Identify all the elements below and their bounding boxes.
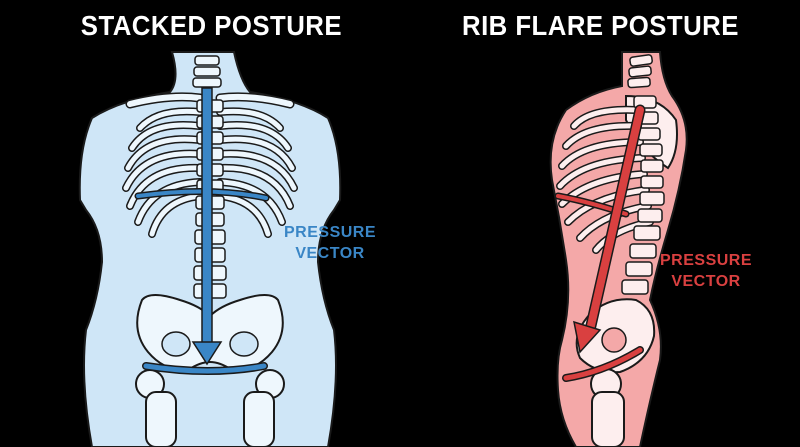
- stacked-vector-label-line2: VECTOR: [295, 245, 365, 262]
- rib-flare-posture-title: RIB FLARE POSTURE: [462, 10, 739, 41]
- rib-flare-pressure-arrow-icon: [573, 104, 646, 354]
- rib-flare-skeleton-icon: [549, 51, 688, 447]
- stacked-vector-label: PRESSURE VECTOR: [284, 222, 376, 264]
- stacked-vector-label-line1: PRESSURE: [284, 224, 377, 241]
- rib-flare-vector-label-line2: VECTOR: [671, 273, 741, 290]
- rib-flare-vector-label-line1: PRESSURE: [660, 252, 753, 269]
- stacked-skeleton-icon: [78, 51, 342, 447]
- rib-flare-vector-label: PRESSURE VECTOR: [660, 250, 752, 292]
- stacked-pressure-arrow-icon: [191, 87, 223, 366]
- stacked-posture-title: STACKED POSTURE: [80, 10, 342, 41]
